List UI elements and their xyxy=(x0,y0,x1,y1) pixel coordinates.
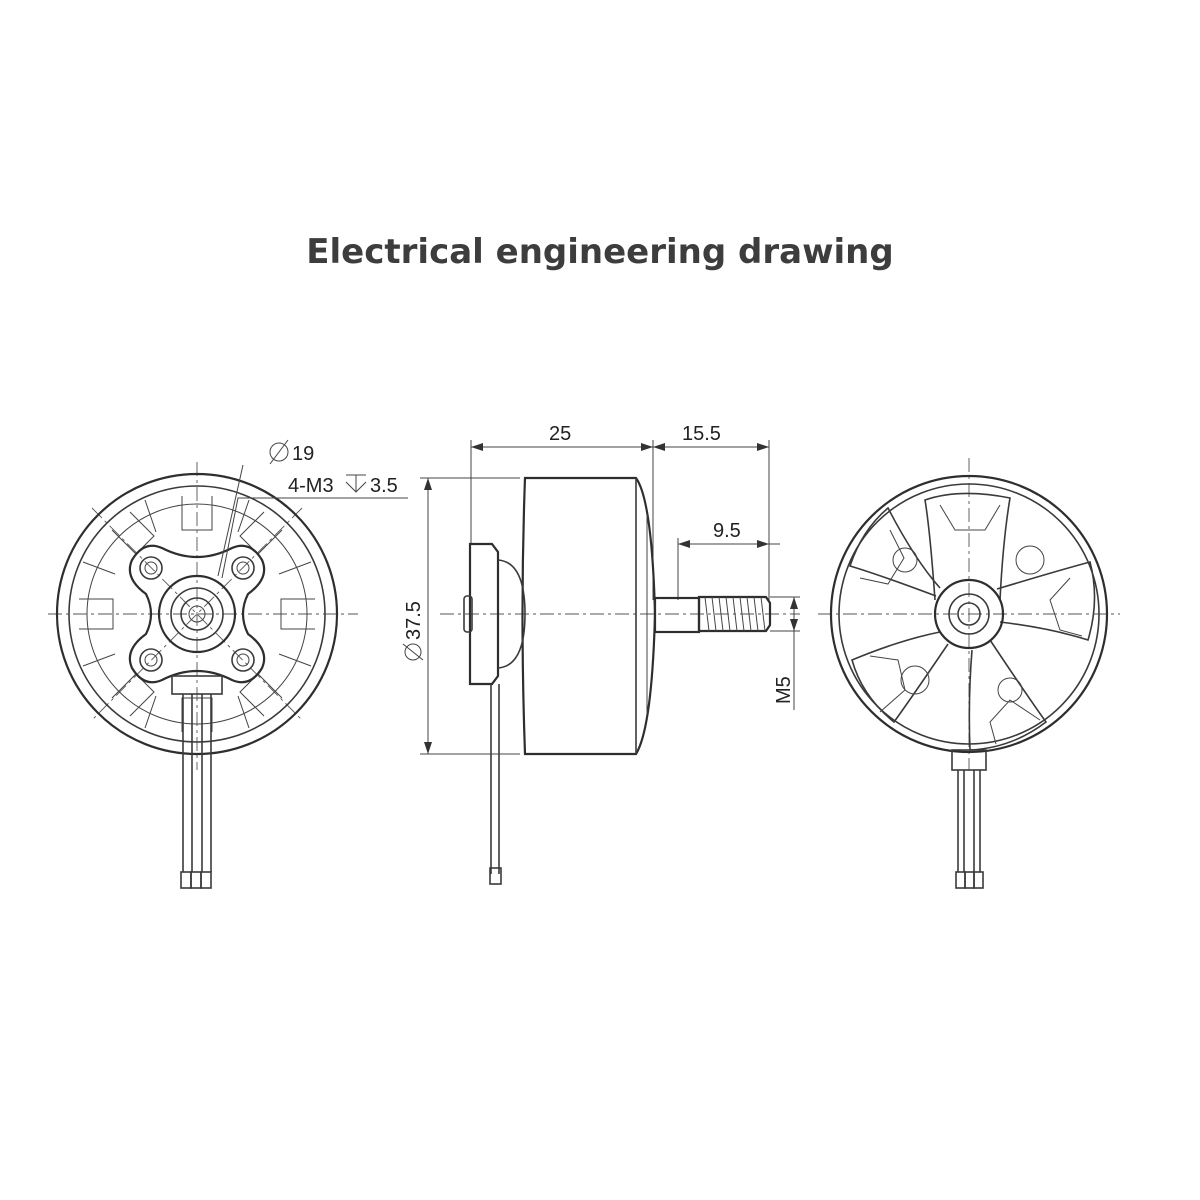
diameter-symbol-icon xyxy=(269,439,289,465)
shaft-total-label: 15.5 xyxy=(682,423,721,445)
thread-size-label: M5 xyxy=(773,676,795,704)
front-view-mount-side xyxy=(48,462,408,889)
thread-length-label: 9.5 xyxy=(713,520,741,542)
body-length-label: 25 xyxy=(549,423,571,445)
diameter-symbol-icon xyxy=(402,643,424,661)
side-view xyxy=(420,440,800,885)
diameter-label: 37.5 xyxy=(403,601,425,640)
hole-depth-label: 3.5 xyxy=(370,475,398,497)
front-view-shaft-side xyxy=(818,458,1120,889)
page-title: Electrical engineering drawing xyxy=(306,232,894,272)
depth-symbol-icon xyxy=(345,474,367,493)
pcd-label: 19 xyxy=(292,443,314,465)
mount-holes-label: 4-M3 xyxy=(288,475,334,497)
